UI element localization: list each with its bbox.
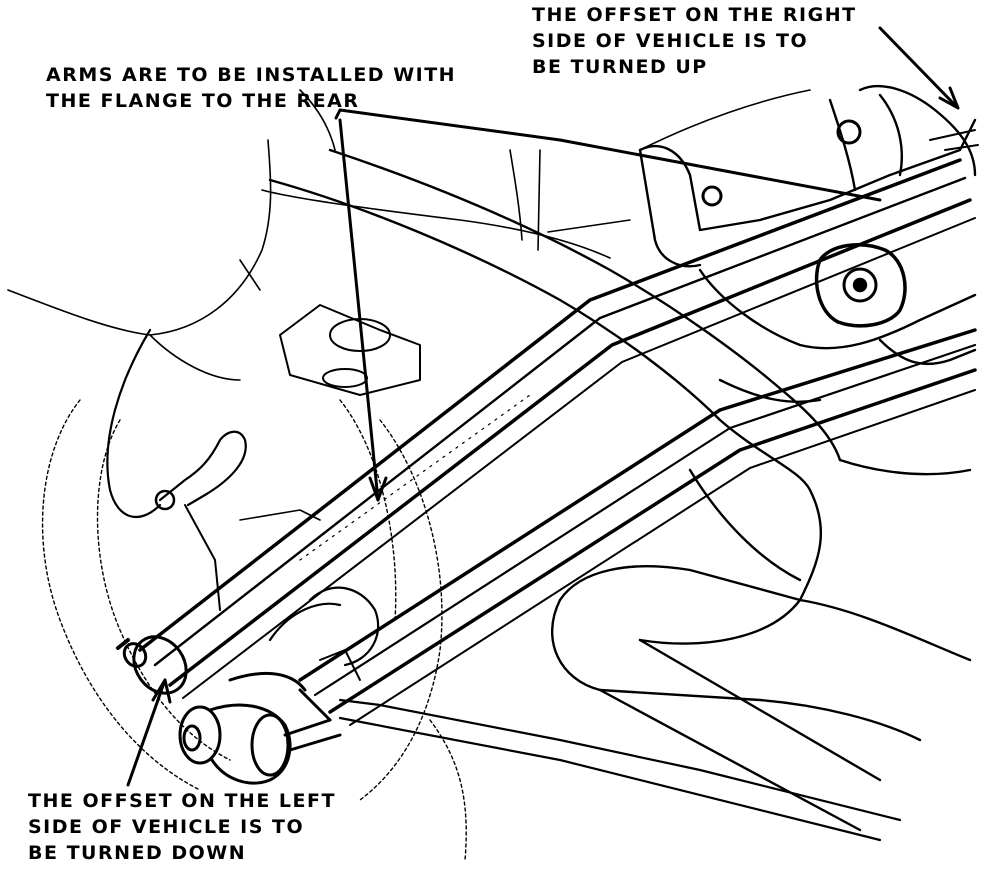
control-arm-lower bbox=[298, 328, 977, 726]
lower-bushing-assembly bbox=[178, 649, 361, 785]
left-end-bushing bbox=[116, 635, 188, 695]
leader-line-arms bbox=[334, 108, 882, 502]
callout-line: THE OFFSET ON THE LEFT bbox=[28, 790, 336, 812]
leader-line-right-offset bbox=[878, 26, 960, 110]
leader-line-left-offset bbox=[126, 678, 172, 787]
callout-line: ARMS ARE TO BE INSTALLED WITH bbox=[46, 64, 457, 86]
vehicle-body-outline bbox=[7, 89, 811, 381]
right-bushing-bracket bbox=[698, 243, 977, 403]
brake-line bbox=[106, 328, 321, 611]
callout-line: BE TURNED DOWN bbox=[28, 842, 247, 864]
spring-seat-bracket bbox=[279, 304, 421, 396]
frame-crossmember bbox=[268, 148, 972, 832]
callout-line: BE TURNED UP bbox=[532, 56, 708, 78]
callout-arms-flange: ARMS ARE TO BE INSTALLED WITH THE FLANGE… bbox=[46, 62, 456, 114]
spring-housing bbox=[268, 586, 380, 667]
lower-tie-rod bbox=[338, 698, 902, 842]
callout-line: SIDE OF VEHICLE IS TO bbox=[532, 30, 809, 52]
callout-left-offset: THE OFFSET ON THE LEFT SIDE OF VEHICLE I… bbox=[28, 788, 336, 866]
callout-line: SIDE OF VEHICLE IS TO bbox=[28, 816, 305, 838]
upper-frame-mount bbox=[638, 84, 979, 268]
callout-right-offset: THE OFFSET ON THE RIGHT SIDE OF VEHICLE … bbox=[532, 2, 857, 80]
wheel-drum bbox=[41, 399, 467, 861]
callout-line: THE FLANGE TO THE REAR bbox=[46, 90, 360, 112]
control-arm-upper bbox=[138, 158, 976, 699]
callout-line: THE OFFSET ON THE RIGHT bbox=[532, 4, 857, 26]
